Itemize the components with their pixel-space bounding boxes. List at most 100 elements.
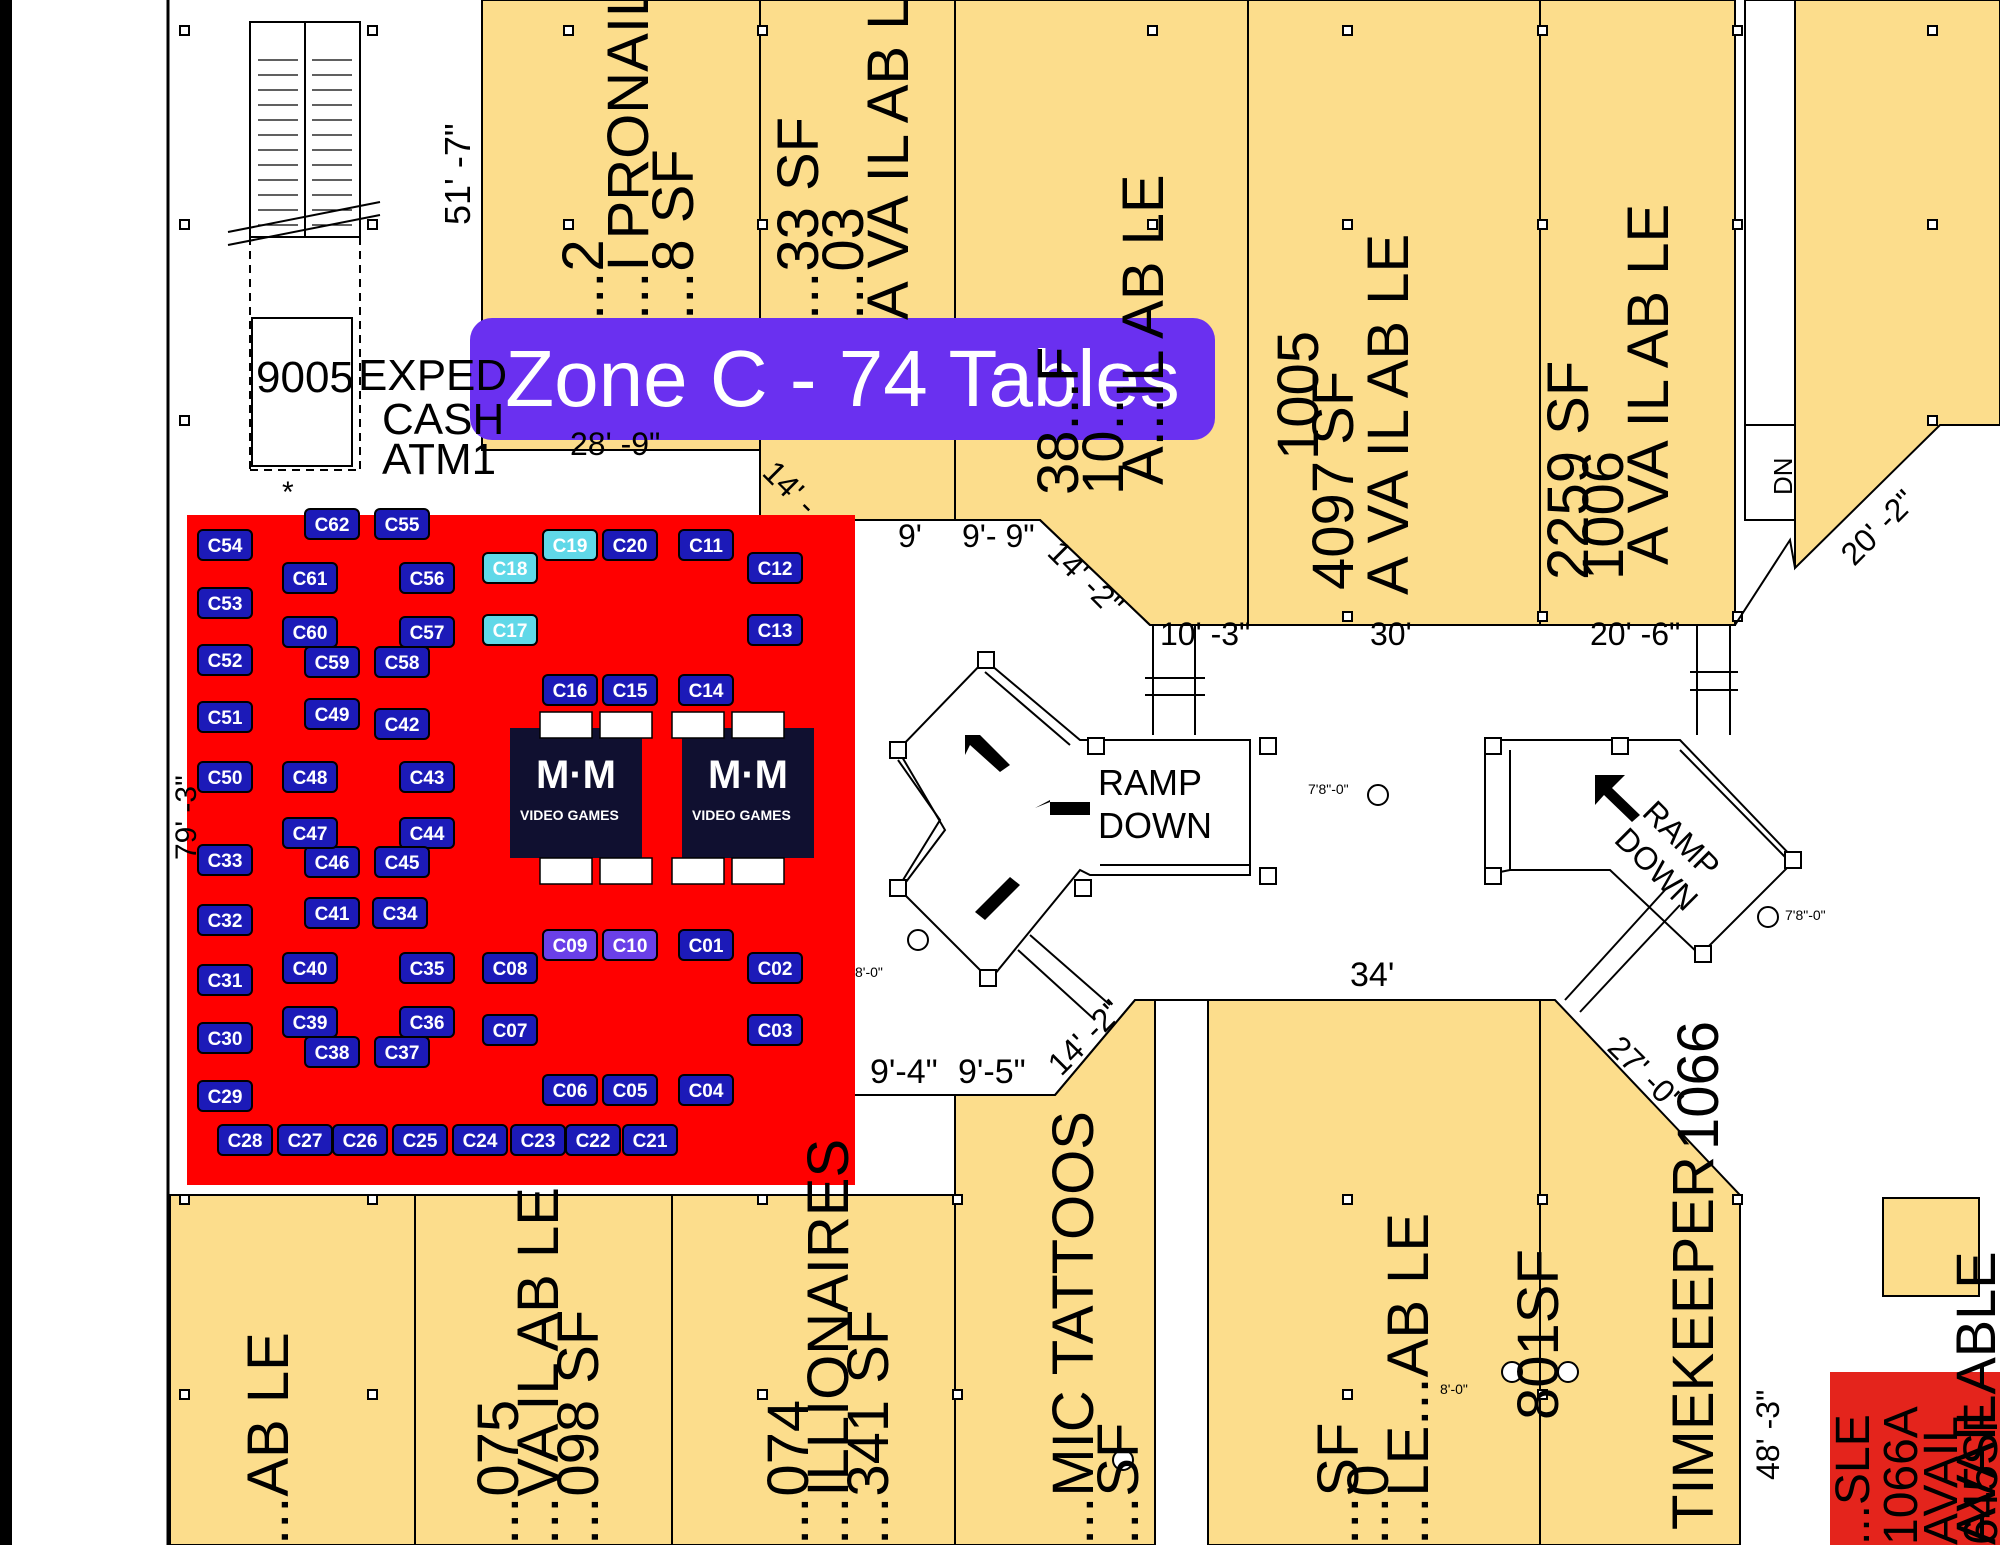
table-c40[interactable]: C40 bbox=[282, 952, 338, 984]
table-c16[interactable]: C16 bbox=[542, 674, 598, 706]
table-c60[interactable]: C60 bbox=[282, 616, 338, 648]
stall-bottom-7-line2: TIMEKEEPER bbox=[1661, 1156, 1726, 1530]
stall-bottom-4-line2: ...SF bbox=[1086, 1422, 1151, 1545]
table-c32[interactable]: C32 bbox=[197, 904, 253, 936]
table-c35-label: C35 bbox=[410, 959, 445, 980]
table-c03[interactable]: C03 bbox=[747, 1014, 803, 1046]
table-c10[interactable]: C10 bbox=[602, 929, 658, 961]
table-c09[interactable]: C09 bbox=[542, 929, 598, 961]
table-c12[interactable]: C12 bbox=[747, 552, 803, 584]
table-c52[interactable]: C52 bbox=[197, 644, 253, 676]
red-stall-right bbox=[1830, 1372, 2000, 1545]
table-c61[interactable]: C61 bbox=[282, 562, 338, 594]
table-c53[interactable]: C53 bbox=[197, 587, 253, 619]
ramp-right-arrow bbox=[1595, 775, 1640, 822]
table-c57[interactable]: C57 bbox=[399, 616, 455, 648]
table-c54[interactable]: C54 bbox=[197, 529, 253, 561]
table-c04[interactable]: C04 bbox=[678, 1074, 734, 1106]
table-c06[interactable]: C06 bbox=[542, 1074, 598, 1106]
table-c42[interactable]: C42 bbox=[374, 708, 430, 740]
table-c61-shape bbox=[282, 562, 338, 594]
table-c29[interactable]: C29 bbox=[197, 1080, 253, 1112]
table-c14[interactable]: C14 bbox=[678, 674, 734, 706]
table-c03-shape bbox=[747, 1014, 803, 1046]
table-c07[interactable]: C07 bbox=[482, 1014, 538, 1046]
table-c22[interactable]: C22 bbox=[565, 1124, 621, 1156]
stall-bottom-9-line3: 645SF bbox=[1955, 1403, 2000, 1545]
dim-9b: 9'- 9" bbox=[962, 518, 1035, 554]
table-c27-label: C27 bbox=[288, 1131, 323, 1152]
table-c29-label: C29 bbox=[208, 1087, 243, 1108]
table-c49[interactable]: C49 bbox=[304, 698, 360, 730]
table-c18[interactable]: C18 bbox=[482, 552, 538, 584]
table-c35[interactable]: C35 bbox=[399, 952, 455, 984]
table-c56-label: C56 bbox=[410, 569, 445, 590]
table-c43[interactable]: C43 bbox=[399, 761, 455, 793]
table-c01[interactable]: C01 bbox=[678, 929, 734, 961]
logo-caption-right: VIDEO GAMES bbox=[692, 807, 791, 823]
table-c26[interactable]: C26 bbox=[332, 1124, 388, 1156]
table-c19[interactable]: C19 bbox=[542, 529, 598, 561]
table-c25[interactable]: C25 bbox=[392, 1124, 448, 1156]
table-c62[interactable]: C62 bbox=[304, 508, 360, 540]
table-c11-shape bbox=[678, 529, 734, 561]
table-c13[interactable]: C13 bbox=[747, 614, 803, 646]
table-c21[interactable]: C21 bbox=[622, 1124, 678, 1156]
table-c36[interactable]: C36 bbox=[399, 1006, 455, 1038]
table-c13-shape bbox=[747, 614, 803, 646]
table-c33[interactable]: C33 bbox=[197, 844, 253, 876]
ramp-left-line2: DOWN bbox=[1098, 805, 1212, 846]
corridor-walls bbox=[855, 519, 1796, 1545]
ramp-left-corners bbox=[889, 651, 1277, 987]
table-c55[interactable]: C55 bbox=[374, 508, 430, 540]
table-c24-label: C24 bbox=[463, 1131, 498, 1152]
table-c62-label: C62 bbox=[315, 515, 350, 536]
table-c08[interactable]: C08 bbox=[482, 952, 538, 984]
table-c30[interactable]: C30 bbox=[197, 1022, 253, 1054]
table-c58[interactable]: C58 bbox=[374, 646, 430, 678]
table-c58-shape bbox=[374, 646, 430, 678]
bottom-stalls bbox=[169, 999, 1980, 1545]
table-c27-shape bbox=[277, 1124, 333, 1156]
table-c36-label: C36 bbox=[410, 1013, 445, 1034]
table-c46[interactable]: C46 bbox=[304, 846, 360, 878]
table-c20[interactable]: C20 bbox=[602, 529, 658, 561]
table-c48[interactable]: C48 bbox=[282, 761, 338, 793]
table-c24[interactable]: C24 bbox=[452, 1124, 508, 1156]
table-c47[interactable]: C47 bbox=[282, 817, 338, 849]
table-c38[interactable]: C38 bbox=[304, 1036, 360, 1068]
table-c23[interactable]: C23 bbox=[510, 1124, 566, 1156]
table-c27[interactable]: C27 bbox=[277, 1124, 333, 1156]
table-c31[interactable]: C31 bbox=[197, 964, 253, 996]
table-c30-label: C30 bbox=[208, 1029, 243, 1050]
table-c59[interactable]: C59 bbox=[304, 646, 360, 678]
table-c34[interactable]: C34 bbox=[372, 897, 428, 929]
table-c17[interactable]: C17 bbox=[482, 614, 538, 646]
table-c56[interactable]: C56 bbox=[399, 562, 455, 594]
stall-bottom-5 bbox=[1207, 999, 1541, 1545]
table-c44[interactable]: C44 bbox=[399, 817, 455, 849]
table-c37[interactable]: C37 bbox=[374, 1036, 430, 1068]
table-c51[interactable]: C51 bbox=[197, 701, 253, 733]
table-c05[interactable]: C05 bbox=[602, 1074, 658, 1106]
table-c42-shape bbox=[374, 708, 430, 740]
table-c02[interactable]: C02 bbox=[747, 952, 803, 984]
table-c43-shape bbox=[399, 761, 455, 793]
table-c45[interactable]: C45 bbox=[374, 846, 430, 878]
table-c15[interactable]: C15 bbox=[602, 674, 658, 706]
table-c28[interactable]: C28 bbox=[217, 1124, 273, 1156]
stall-bottom-2-line3: ...098 SF bbox=[546, 1309, 611, 1545]
table-c25-shape bbox=[392, 1124, 448, 1156]
table-c33-label: C33 bbox=[208, 851, 243, 872]
table-c48-label: C48 bbox=[293, 768, 328, 789]
table-c50[interactable]: C50 bbox=[197, 761, 253, 793]
table-c12-label: C12 bbox=[758, 559, 793, 580]
dim-10: 10' -3" bbox=[1160, 616, 1251, 652]
table-c11[interactable]: C11 bbox=[678, 529, 734, 561]
table-c41[interactable]: C41 bbox=[304, 897, 360, 929]
table-c45-label: C45 bbox=[385, 853, 420, 874]
dim-79: 79' -3" bbox=[170, 775, 203, 860]
table-c48-shape bbox=[282, 761, 338, 793]
table-c39[interactable]: C39 bbox=[282, 1006, 338, 1038]
table-c14-label: C14 bbox=[689, 681, 724, 702]
